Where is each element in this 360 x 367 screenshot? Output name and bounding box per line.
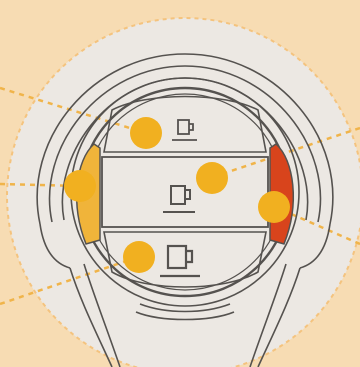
- medium-cup-button[interactable]: [101, 156, 269, 228]
- large-cup-button[interactable]: [103, 231, 267, 288]
- leader-line-left-indicator: [0, 182, 79, 188]
- marker-medium-cup: [196, 162, 228, 194]
- coffee-cup-medium-icon: [163, 185, 195, 213]
- leader-line-large-cup: [0, 255, 139, 306]
- coffee-cup-large-icon: [160, 244, 200, 278]
- callout-markers: [64, 117, 290, 273]
- marker-small-cup: [130, 117, 162, 149]
- leader-line-medium-cup: [209, 126, 360, 180]
- leader-lines: [0, 86, 360, 306]
- background-disc: [6, 17, 360, 367]
- marker-right-indicator: [258, 191, 290, 223]
- small-cup-button[interactable]: [103, 95, 267, 153]
- marker-large-cup: [123, 241, 155, 273]
- marker-left-indicator: [64, 170, 96, 202]
- machine-outline: [36, 53, 334, 367]
- coffee-cup-small-icon: [172, 119, 197, 141]
